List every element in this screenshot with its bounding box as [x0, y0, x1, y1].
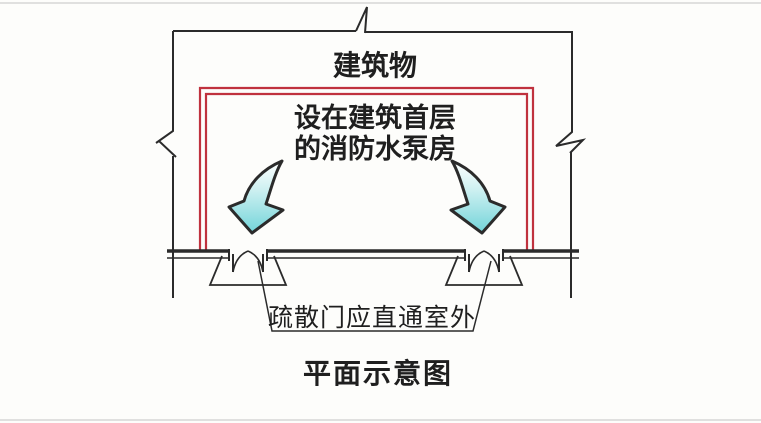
- door-note-label: 疏散门应直通室外: [267, 303, 477, 332]
- break-symbol-top: [355, 6, 368, 34]
- door-jambs: [228, 249, 504, 261]
- pump-room-wall-inner: [204, 92, 529, 251]
- pump-room-label-line1: 设在建筑首层: [294, 103, 456, 133]
- building-label: 建筑物: [332, 50, 418, 81]
- door-right-swing-arcs: [468, 250, 500, 273]
- building-outline: [155, 6, 587, 298]
- building-left-wall-with-break: [155, 31, 177, 298]
- flow-arrow-right-icon: [449, 159, 507, 235]
- door-left: [208, 250, 288, 286]
- pump-room-label-line2: 的消防水泵房: [294, 134, 456, 164]
- door-right-vestibule: [444, 255, 524, 286]
- exterior-bottom-wall: [167, 249, 579, 261]
- door-right: [444, 250, 524, 286]
- pump-room-walls: [198, 86, 535, 251]
- door-right-leaves: [468, 254, 500, 272]
- building-right-wall-with-break: [555, 31, 587, 298]
- pump-room-label: 设在建筑首层 的消防水泵房: [294, 103, 456, 165]
- door-note-leader: [257, 260, 492, 332]
- flow-arrow-left-icon: [227, 159, 285, 235]
- pump-room-wall-outer: [198, 86, 535, 251]
- door-left-swing-arcs: [232, 250, 264, 273]
- bottom-frame-line: [0, 419, 761, 421]
- top-frame-line: [0, 2, 761, 4]
- door-left-vestibule: [208, 255, 288, 286]
- diagram-caption: 平面示意图: [302, 357, 454, 390]
